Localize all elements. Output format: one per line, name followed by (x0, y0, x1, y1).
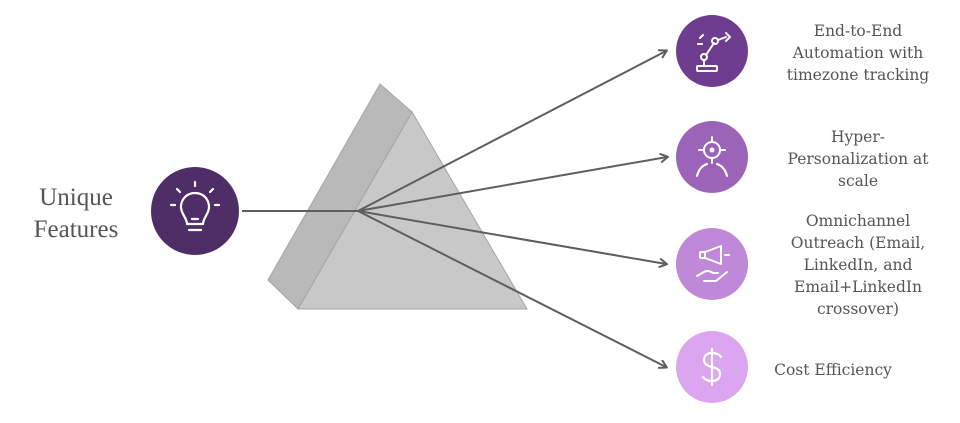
feature-3-label: Omnichannel Outreach (Email, LinkedIn, a… (766, 210, 950, 320)
feature-3-label-line-5: crossover) (816, 300, 900, 318)
source-label: Unique Features (16, 182, 136, 246)
feature-2-label-line-2: Personalization at (787, 150, 929, 168)
source-node (151, 167, 239, 255)
target-person-icon (696, 136, 728, 177)
prism (267, 83, 528, 310)
feature-1-node (676, 15, 748, 87)
feature-1-label: End-to-End Automation with timezone trac… (766, 20, 950, 86)
source-label-line-1: Unique (39, 184, 113, 211)
megaphone-hand-icon (696, 245, 730, 282)
feature-4-node (676, 331, 748, 403)
outgoing-rays (357, 49, 669, 369)
source-label-line-2: Features (33, 216, 119, 243)
ray-to-feature-3 (357, 210, 668, 268)
feature-1-label-line-1: End-to-End (813, 22, 903, 40)
feature-2-label: Hyper- Personalization at scale (766, 126, 950, 192)
feature-3-circle (676, 228, 748, 300)
source-circle (151, 167, 239, 255)
feature-3-label-line-3: LinkedIn, and (803, 256, 913, 274)
feature-3-node (676, 228, 748, 300)
dollar-icon (701, 347, 723, 387)
lightbulb-icon (169, 180, 221, 232)
feature-4-label: Cost Efficiency (758, 359, 908, 381)
feature-2-node (676, 121, 748, 193)
feature-1-label-line-2: Automation with (792, 44, 924, 62)
feature-4-label-line-1: Cost Efficiency (774, 361, 892, 379)
feature-1-circle (676, 15, 748, 87)
feature-1-label-line-3: timezone tracking (786, 66, 930, 84)
feature-3-label-line-2: Outreach (Email, (790, 234, 926, 252)
feature-3-label-line-4: Email+LinkedIn (794, 278, 922, 296)
ray-to-feature-4 (357, 210, 668, 369)
ray-to-feature-1 (357, 49, 668, 212)
feature-2-label-line-1: Hyper- (830, 128, 885, 146)
feature-3-label-line-1: Omnichannel (805, 212, 911, 230)
ray-to-feature-2 (357, 153, 669, 212)
feature-2-label-line-3: scale (837, 172, 878, 190)
robot-arm-icon (696, 32, 731, 72)
